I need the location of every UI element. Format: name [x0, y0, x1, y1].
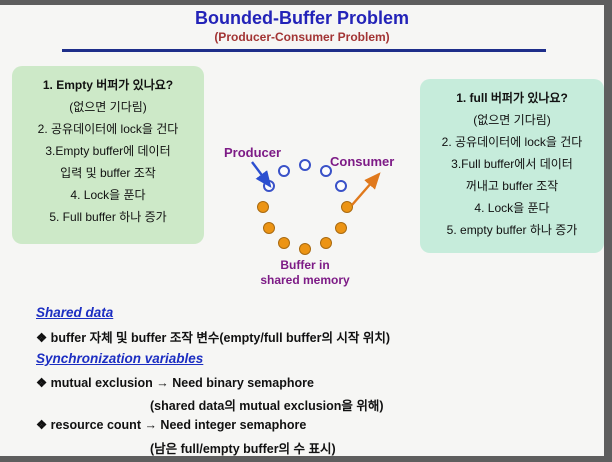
page-title: Bounded-Buffer Problem: [195, 8, 409, 28]
buffer-slot: [320, 165, 332, 177]
buffer-caption: Buffer in shared memory: [238, 258, 372, 288]
sync-item-resource-count-note: (남은 full/empty buffer의 수 표시): [150, 442, 336, 456]
producer-step: 입력 및 buffer 조작: [60, 166, 156, 180]
page-subtitle: (Producer-Consumer Problem): [214, 30, 390, 44]
buffer-slot: [299, 159, 311, 171]
sync-item-resource-count: ❖ resource count → Need integer semaphor…: [36, 418, 307, 432]
consumer-label: Consumer: [330, 154, 395, 169]
consumer-step: 4. Lock을 푼다: [474, 201, 550, 215]
buffer-caption-line2: shared memory: [260, 273, 350, 287]
buffer-slot: [278, 165, 290, 177]
buffer-slot: [263, 180, 275, 192]
consumer-step: 1. full 버퍼가 있나요?: [456, 91, 568, 105]
buffer-slot: [341, 201, 353, 213]
producer-step: 3.Empty buffer에 데이터: [45, 144, 171, 158]
sync-item-mutual-exclusion-note: (shared data의 mutual exclusion을 위해): [150, 399, 384, 413]
producer-step: 5. Full buffer 하나 증가: [49, 210, 167, 224]
consumer-step: 꺼내고 buffer 조작: [465, 179, 559, 193]
producer-steps-box: 1. Empty 버퍼가 있나요? (없으면 기다림) 2. 공유데이터에 lo…: [12, 66, 204, 244]
consumer-steps-box: 1. full 버퍼가 있나요? (없으면 기다림) 2. 공유데이터에 loc…: [420, 79, 604, 253]
producer-step: 2. 공유데이터에 lock을 건다: [37, 122, 179, 136]
shared-data-item: ❖ buffer 자체 및 buffer 조작 변수(empty/full bu…: [36, 331, 391, 345]
buffer-slot: [257, 201, 269, 213]
circular-buffer-ring: [250, 152, 360, 262]
buffer-slot: [263, 222, 275, 234]
producer-step: 4. Lock을 푼다: [70, 188, 146, 202]
buffer-slot: [320, 237, 332, 249]
title-divider: [62, 49, 546, 52]
buffer-caption-line1: Buffer in: [280, 258, 330, 272]
producer-step: (없으면 기다림): [69, 100, 147, 114]
consumer-step: (없으면 기다림): [473, 113, 551, 127]
consumer-step: 5. empty buffer 하나 증가: [446, 223, 578, 237]
buffer-slot: [299, 243, 311, 255]
consumer-step: 2. 공유데이터에 lock을 건다: [441, 135, 583, 149]
producer-label: Producer: [224, 145, 282, 160]
sync-item-mutual-exclusion: ❖ mutual exclusion → Need binary semapho…: [36, 376, 314, 390]
buffer-slot: [335, 180, 347, 192]
shared-data-heading: Shared data: [36, 305, 114, 320]
sync-variables-heading: Synchronization variables: [36, 351, 204, 366]
producer-step: 1. Empty 버퍼가 있나요?: [42, 78, 174, 92]
consumer-step: 3.Full buffer에서 데이터: [451, 157, 573, 171]
buffer-slot: [278, 237, 290, 249]
slide: Bounded-Buffer Problem (Producer-Consume…: [0, 5, 604, 456]
buffer-slot: [335, 222, 347, 234]
